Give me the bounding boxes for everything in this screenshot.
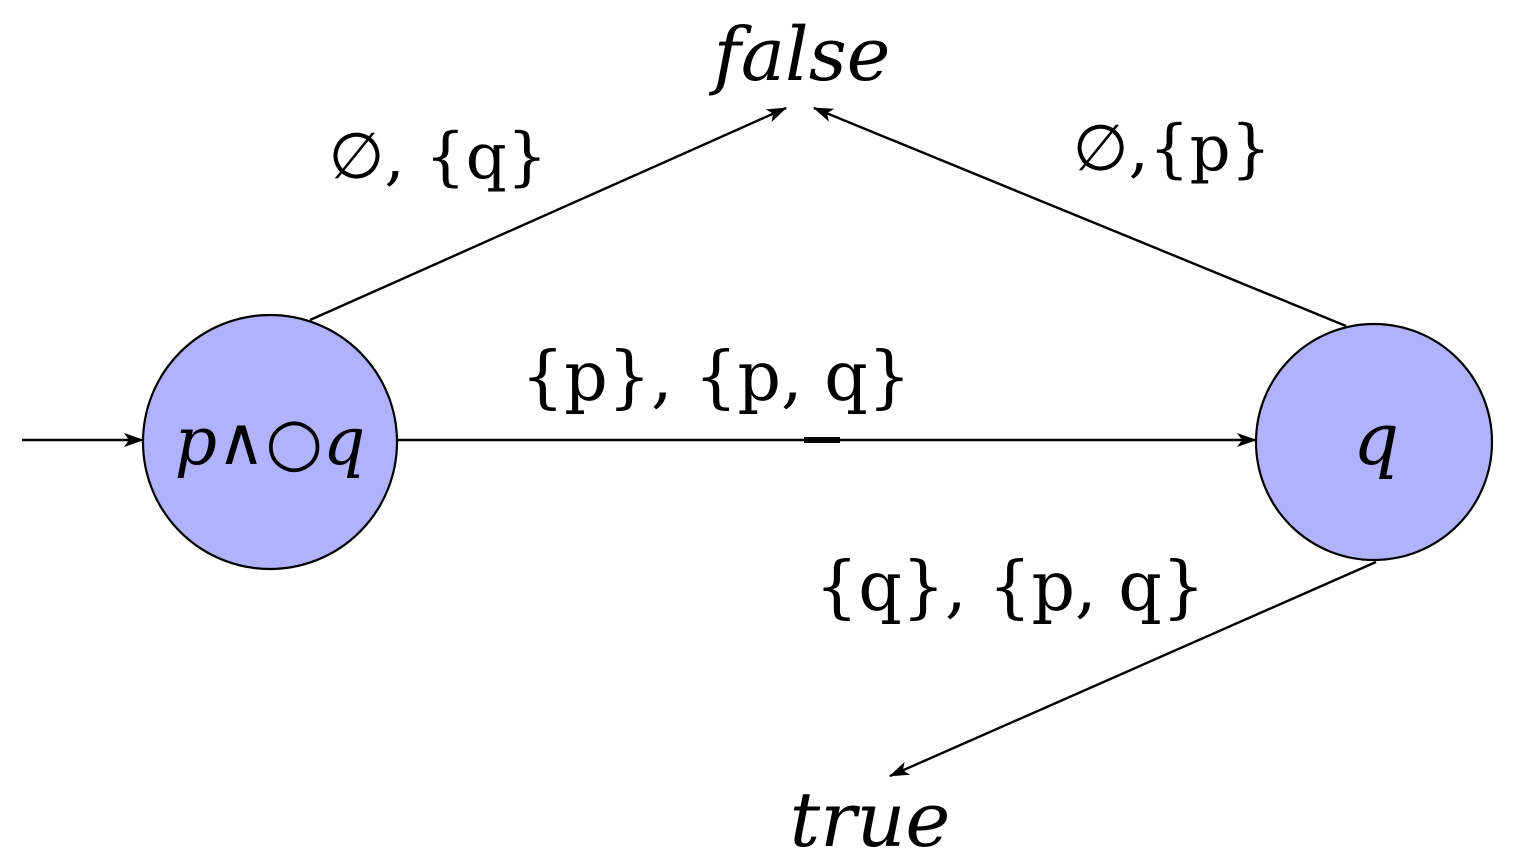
transition-label-initial-to-false: ∅, {q} (329, 120, 548, 194)
sink-false-label: false (709, 12, 891, 98)
edge-initial-to-false (309, 106, 787, 322)
state-initial-label: p∧○q (175, 403, 365, 480)
transition-label-initial-to-q: {p}, {p, q} (521, 338, 911, 417)
edge-q-to-false (813, 106, 1347, 328)
transition-label-q-to-true: {q}, {p, q} (815, 548, 1205, 627)
state-q-label: q (1353, 397, 1399, 481)
sink-true-label: true (790, 775, 951, 860)
edge-q-to-true (889, 560, 1377, 778)
state-q (1254, 322, 1494, 562)
transition-label-q-to-false: ∅,{p} (1073, 112, 1272, 186)
state-initial (141, 313, 399, 571)
